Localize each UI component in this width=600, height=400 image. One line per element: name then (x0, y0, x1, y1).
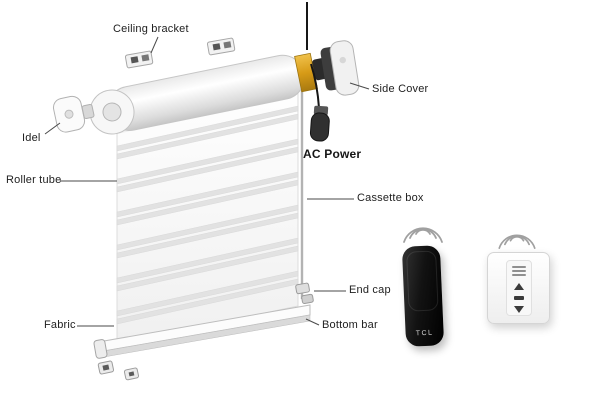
label-idel: Idel (22, 132, 41, 144)
stop-bar-icon (513, 296, 524, 300)
label-bottom-bar: Bottom bar (322, 319, 378, 331)
fabric-stripes (116, 105, 299, 325)
wireless-signal-icon (403, 227, 443, 243)
label-side-cover: Side Cover (372, 83, 429, 95)
leader-lines (44, 36, 370, 327)
remote-glare (406, 250, 439, 312)
wall-switch-panel (505, 260, 532, 316)
end-cap-parts (295, 282, 314, 304)
side-cover-part (320, 40, 360, 96)
label-end-cap: End cap (349, 284, 391, 296)
remote-brand-text: TCL (415, 329, 434, 338)
wall-switch (487, 252, 550, 324)
remote-control: TCL (401, 245, 445, 347)
label-fabric: Fabric (44, 319, 76, 331)
down-arrow-icon (513, 306, 524, 313)
indicator-lines-icon (511, 274, 526, 276)
bottom-bar-part (93, 304, 311, 381)
roller-tube-part (89, 52, 329, 135)
wireless-signal-icon (498, 234, 536, 249)
indicator-lines-icon (511, 270, 526, 272)
up-arrow-icon (513, 283, 524, 290)
indicator-lines-icon (511, 266, 526, 268)
label-ceiling-bracket: Ceiling bracket (113, 23, 189, 35)
ceiling-brackets (124, 37, 236, 69)
ac-power-plug (309, 105, 330, 142)
label-cassette-box: Cassette box (357, 192, 424, 204)
label-ac-power: AC Power (303, 147, 362, 161)
label-roller-tube: Roller tube (6, 174, 62, 186)
power-cord (306, 2, 320, 109)
idle-end-part (52, 95, 95, 133)
